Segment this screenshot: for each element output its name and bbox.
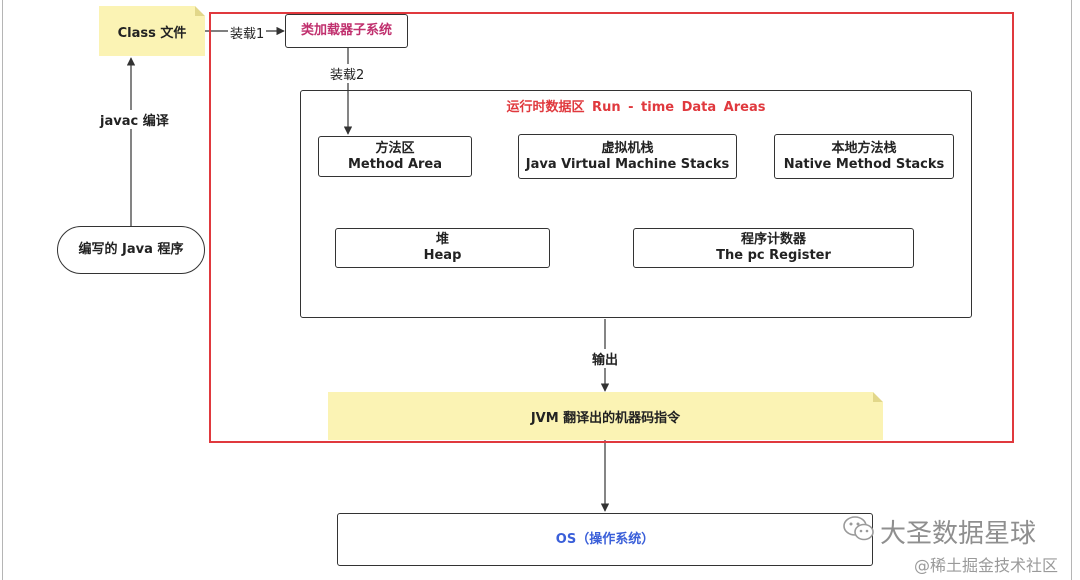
note-fold-corner (195, 6, 205, 16)
class-file-label: Class 文件 (117, 25, 187, 41)
vm-stacks-en: Java Virtual Machine Stacks (525, 156, 730, 172)
pc-register-en: The pc Register (716, 248, 831, 263)
class-loader-box: 类加载器子系统 (285, 14, 408, 48)
output-label: 输出 (590, 349, 621, 368)
runtime-data-area-title: 运行时数据区 Run - time Data Areas (506, 100, 766, 115)
heap-en: Heap (423, 248, 462, 263)
native-stacks-zh: 本地方法栈 (831, 140, 897, 156)
note-fold-corner (873, 392, 883, 402)
load1-label: 装载1 (228, 23, 267, 42)
vm-stacks-zh: 虚拟机栈 (601, 140, 654, 156)
heap-box: 堆 Heap (335, 228, 550, 268)
pc-register-zh: 程序计数器 (740, 232, 806, 247)
class-file-note: Class 文件 (99, 6, 205, 56)
method-area-zh: 方法区 (375, 140, 415, 156)
os-box: OS（操作系统） (337, 513, 873, 566)
java-source-box: 编写的 Java 程序 (57, 226, 205, 274)
native-stacks-box: 本地方法栈 Native Method Stacks (774, 134, 954, 179)
method-area-box: 方法区 Method Area (318, 136, 472, 177)
vm-stacks-box: 虚拟机栈 Java Virtual Machine Stacks (518, 134, 737, 179)
watermark-site: @稀土掘金技术社区 (914, 556, 1059, 575)
machine-code-note: JVM 翻译出的机器码指令 (328, 392, 883, 440)
java-source-label: 编写的 Java 程序 (78, 242, 184, 257)
jvm-boundary (209, 12, 1014, 443)
pc-register-box: 程序计数器 The pc Register (633, 228, 914, 268)
heap-zh: 堆 (435, 232, 449, 247)
frame-left-line (2, 0, 3, 580)
class-loader-label: 类加载器子系统 (300, 23, 392, 38)
frame-right-line (1071, 0, 1072, 580)
native-stacks-en: Native Method Stacks (783, 156, 945, 172)
machine-code-label: JVM 翻译出的机器码指令 (530, 410, 681, 426)
javac-label: javac 编译 (98, 110, 171, 129)
runtime-data-area (300, 90, 972, 318)
watermark-brand: 大圣数据星球 (880, 519, 1037, 549)
os-label: OS（操作系统） (555, 531, 655, 547)
wechat-icon (842, 514, 876, 544)
method-area-en: Method Area (347, 156, 443, 172)
load2-label: 装载2 (328, 64, 367, 83)
